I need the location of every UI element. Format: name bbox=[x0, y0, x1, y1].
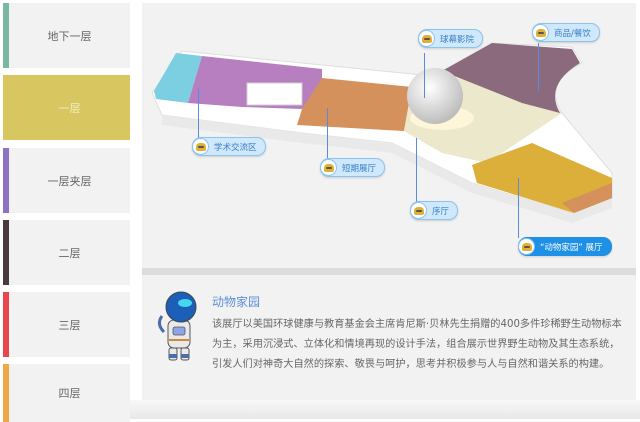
robot-icon bbox=[518, 238, 535, 255]
robot-icon bbox=[410, 202, 427, 219]
pin-line bbox=[416, 138, 417, 203]
pin-line bbox=[327, 108, 328, 158]
hall-info-panel: 动物家园 该展厅以美国环球健康与教育基金会主席肯尼斯·贝林先生捐赠的400多件珍… bbox=[142, 275, 636, 403]
robot-icon bbox=[418, 30, 435, 47]
floor-sidebar: 地下一层 一层 一层夹层 二层 三层 四层 bbox=[3, 3, 130, 422]
floor-color-bar bbox=[3, 220, 9, 285]
tag-shop-dining[interactable]: 商品/餐饮 bbox=[532, 23, 600, 42]
tag-prelude-hall[interactable]: 序厅 bbox=[410, 201, 459, 220]
floor-label: 一层 bbox=[58, 101, 81, 115]
robot-icon bbox=[192, 138, 209, 155]
floor-color-bar bbox=[3, 3, 9, 68]
tag-academic-exchange[interactable]: 学术交流区 bbox=[192, 137, 266, 156]
robot-icon bbox=[532, 24, 549, 41]
bottom-edge bbox=[130, 400, 640, 419]
floor-tab-1f-mezzanine[interactable]: 一层夹层 bbox=[3, 148, 130, 213]
pin-line bbox=[518, 178, 519, 238]
main-panel: 球幕影院 商品/餐饮 学术交流区 短期展厅 序厅 “动物家园” 展厅 bbox=[142, 3, 636, 419]
floor-label: 三层 bbox=[58, 318, 81, 332]
floor-label: 地下一层 bbox=[47, 29, 92, 43]
tag-animal-home-hall[interactable]: “动物家园” 展厅 bbox=[518, 237, 612, 256]
floor-color-bar bbox=[3, 292, 9, 357]
floor-label: 一层夹层 bbox=[47, 174, 92, 188]
floor-tab-4f[interactable]: 四层 bbox=[3, 364, 130, 422]
hall-title: 动物家园 bbox=[212, 295, 261, 309]
floor-tab-1f[interactable]: 一层 bbox=[3, 75, 130, 140]
floor-label: 二层 bbox=[58, 246, 81, 260]
hall-description: 该展厅以美国环球健康与教育基金会主席肯尼斯·贝林先生捐赠的400多件珍稀野生动物… bbox=[212, 319, 622, 370]
floor-color-bar bbox=[3, 364, 9, 422]
floor-label: 四层 bbox=[58, 387, 81, 400]
floor-tab-b1[interactable]: 地下一层 bbox=[3, 3, 130, 68]
floor-map: 球幕影院 商品/餐饮 学术交流区 短期展厅 序厅 “动物家园” 展厅 bbox=[142, 3, 636, 267]
pin-line bbox=[424, 53, 425, 98]
tag-dome-theater[interactable]: 球幕影院 bbox=[418, 29, 484, 48]
pin-line bbox=[538, 43, 539, 91]
robot-icon bbox=[320, 159, 337, 176]
astronaut-mascot-icon bbox=[157, 291, 197, 361]
floor-tab-3f[interactable]: 三层 bbox=[3, 292, 130, 357]
section-divider bbox=[142, 268, 636, 275]
floor-plan-illustration bbox=[151, 42, 613, 223]
pin-line bbox=[198, 88, 199, 138]
floor-color-bar bbox=[3, 148, 9, 213]
floor-tab-2f[interactable]: 二层 bbox=[3, 220, 130, 285]
tag-short-term-hall[interactable]: 短期展厅 bbox=[320, 158, 386, 177]
